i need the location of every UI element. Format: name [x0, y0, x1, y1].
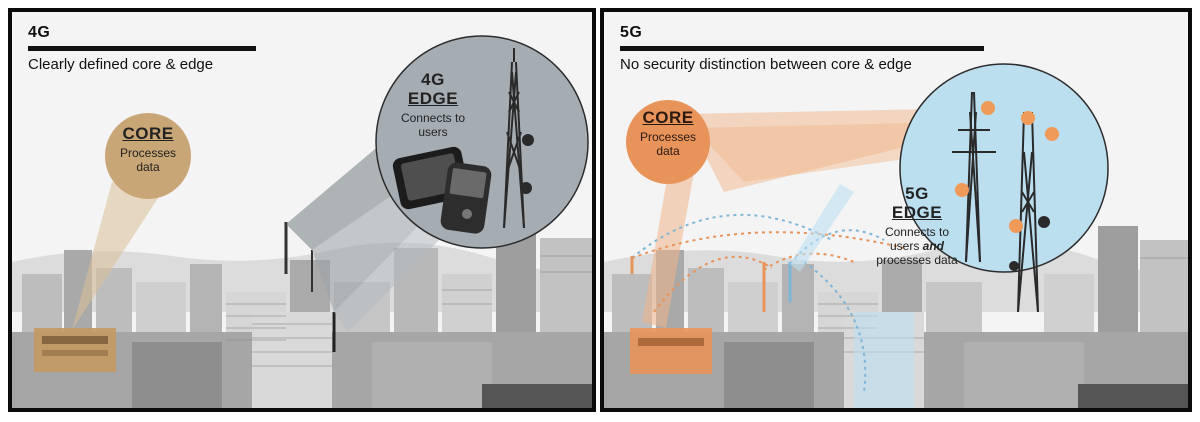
core-title: CORE: [642, 108, 694, 127]
header-rule: [28, 46, 256, 51]
network-links: [631, 213, 905, 393]
edge-desc-line2: users: [418, 125, 448, 139]
edge-desc-line3: processes data: [876, 253, 958, 267]
edge-desc-and: and: [922, 239, 945, 253]
orange-node-dots: [955, 101, 1059, 233]
core-beam: [642, 162, 694, 328]
edge-title-line2: EDGE: [891, 203, 943, 222]
cell-tower-icon: [503, 48, 525, 229]
edge-label-4g: 4G EDGE Connects to users: [390, 70, 476, 139]
panel-label-5g: 5G: [620, 24, 643, 41]
core-label-5g: CORE Processes data: [628, 108, 708, 158]
edge-title-line1: 4G: [421, 70, 445, 89]
panel-subtitle-5g: No security distinction between core & e…: [620, 56, 912, 73]
core-beam: [72, 182, 162, 330]
header-rule: [620, 46, 984, 51]
edge-desc-line1: Connects to: [400, 111, 466, 125]
core-desc-line2: data: [136, 160, 160, 174]
panel-4g: 4G Clearly defined core & edge CORE Proc…: [8, 8, 596, 412]
panel-5g: 5G No security distinction between core …: [600, 8, 1192, 412]
core-desc-line2: data: [656, 144, 680, 158]
panel-label-4g: 4G: [28, 24, 51, 41]
edge-desc-users: users: [889, 239, 923, 253]
mobile-phone-icon: [392, 146, 492, 234]
core-title: CORE: [122, 124, 174, 143]
edge-desc-line1: Connects to: [884, 225, 950, 239]
core-building: [34, 328, 116, 372]
core-desc-line1: Processes: [119, 146, 177, 160]
edge-title-line1: 5G: [905, 184, 929, 203]
edge-title-line2: EDGE: [407, 89, 459, 108]
scene-5g: [604, 12, 1188, 408]
core-label-4g: CORE Processes data: [108, 124, 188, 174]
edge-desc-line2: users and: [858, 239, 976, 253]
scene-4g: [12, 12, 592, 408]
panel-subtitle-4g: Clearly defined core & edge: [28, 56, 214, 73]
cell-tower-icon: [952, 91, 1039, 313]
core-desc-line1: Processes: [639, 130, 697, 144]
core-bubble: [105, 113, 191, 199]
edge-bubble: [899, 63, 1109, 273]
core-bubble: [626, 100, 710, 184]
edge-label-5g: 5G EDGE Connects to users and processes …: [858, 184, 976, 267]
core-building: [630, 328, 712, 374]
